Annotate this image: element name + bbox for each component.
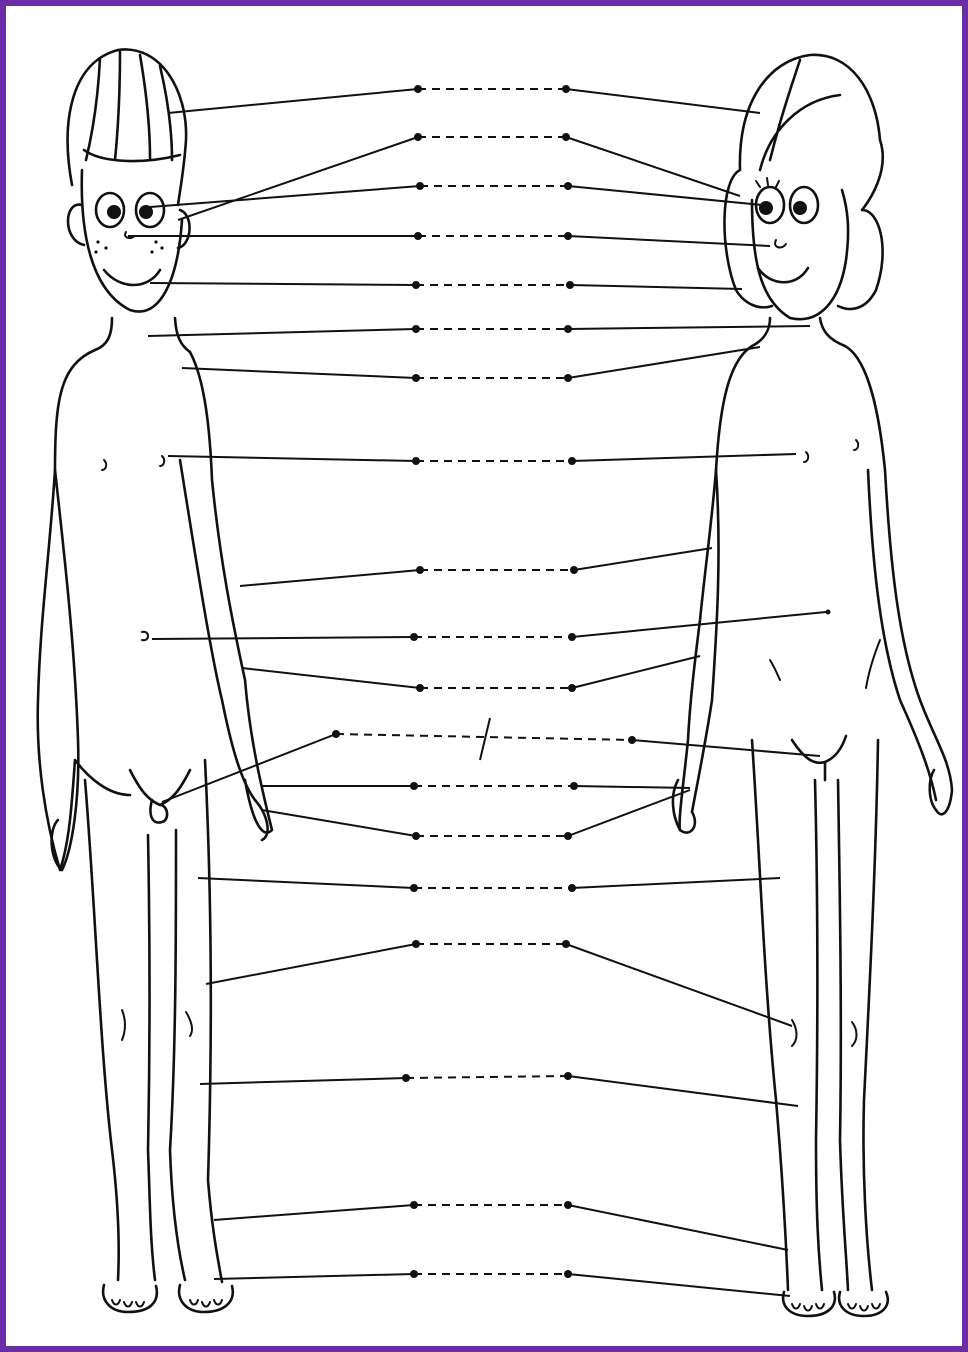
- match-row-13: [262, 782, 690, 790]
- girl-legs: [752, 740, 878, 1290]
- boy-foot-right: [179, 1285, 233, 1312]
- match-row-15: [198, 878, 780, 892]
- match-row-16: [206, 940, 792, 1026]
- boy-nipple-left: [102, 460, 106, 470]
- match-row-hair: [168, 85, 760, 113]
- match-row-7: [182, 347, 760, 382]
- match-row-2: [178, 133, 740, 220]
- match-row-17: [200, 1072, 798, 1106]
- boy-groin: [130, 770, 190, 823]
- dot-left-1: [414, 85, 422, 93]
- boy-face: [82, 170, 182, 312]
- boy-body-outline: [38, 318, 272, 870]
- boy-toes: [112, 1300, 222, 1307]
- boy-pupil-left: [107, 205, 121, 219]
- match-row-3: [150, 182, 762, 207]
- girl-nipple-left: [804, 452, 808, 462]
- boy-navel: [142, 632, 148, 640]
- match-row-19: [214, 1270, 790, 1296]
- match-row-10: [152, 612, 826, 641]
- girl-groin: [792, 736, 846, 780]
- match-row-5: [150, 281, 742, 289]
- girl-pupil-right: [793, 201, 807, 215]
- boy-hair: [68, 49, 186, 205]
- match-row-18: [214, 1201, 788, 1250]
- match-row-9: [240, 548, 712, 586]
- girl-hip-marks: [770, 640, 880, 688]
- match-row-11: [242, 656, 700, 692]
- boy-knees: [122, 1010, 192, 1040]
- girl-nose: [775, 240, 786, 247]
- match-row-4: [128, 232, 770, 246]
- girl-foot-left: [783, 1292, 835, 1316]
- girl-nipple-right: [854, 440, 858, 450]
- boy-arm-right: [180, 460, 255, 800]
- boy-figure: [38, 49, 272, 1312]
- match-row-6: [148, 325, 810, 336]
- girl-body-outline: [680, 318, 952, 830]
- girl-pupil-left: [759, 201, 773, 215]
- dot-right-1: [562, 85, 570, 93]
- girl-arm-left: [692, 470, 719, 812]
- girl-mouth: [758, 268, 808, 282]
- match-row-14: [262, 790, 690, 840]
- match-row-12: [162, 718, 820, 802]
- boy-foot-left: [103, 1285, 157, 1312]
- boy-arm-left: [55, 470, 78, 870]
- girl-knees: [792, 1020, 857, 1046]
- boy-legs: [85, 760, 222, 1282]
- boy-nipple-right: [160, 456, 164, 466]
- girl-hair: [724, 55, 882, 309]
- girl-navel: [826, 610, 831, 615]
- match-row-8: [168, 454, 796, 465]
- girl-eyelashes: [756, 178, 779, 187]
- girl-toes: [792, 1304, 880, 1311]
- boy-freckles: [94, 240, 163, 253]
- matching-lines: [128, 85, 826, 1296]
